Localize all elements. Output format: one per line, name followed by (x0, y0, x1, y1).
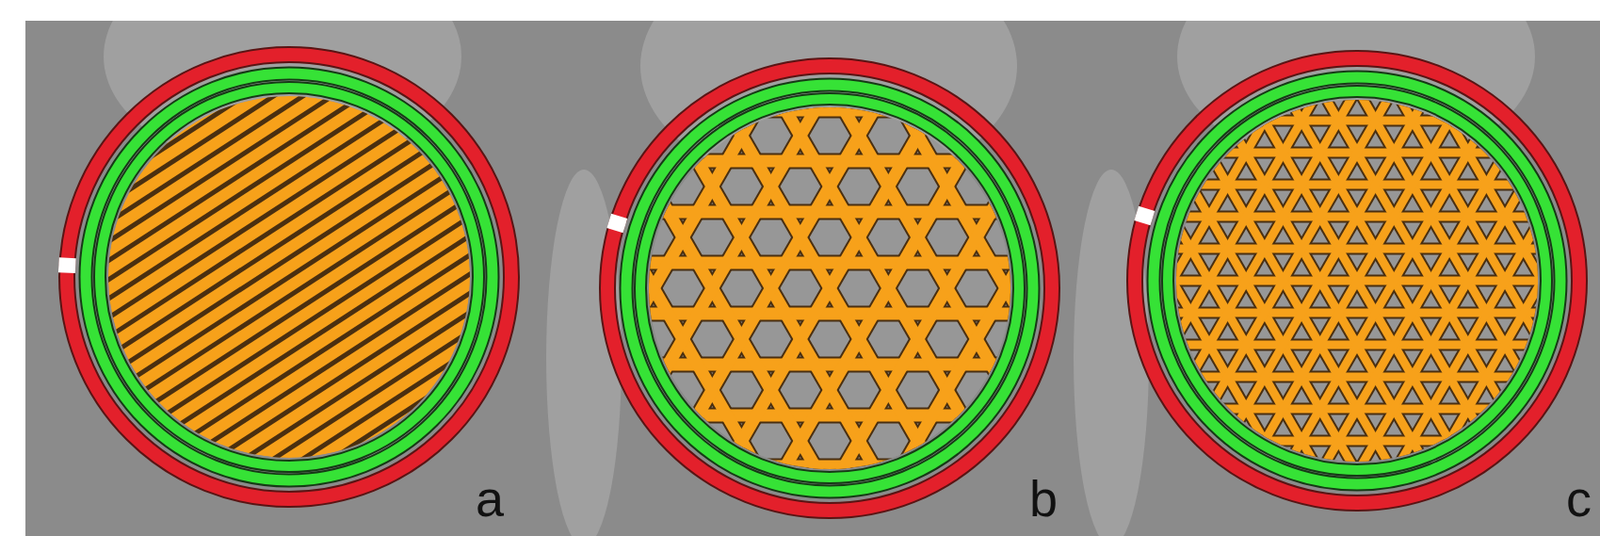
outer-wall-outline (1134, 58, 1580, 503)
inner-wall (1167, 91, 1547, 470)
panel-letter: b (1029, 472, 1058, 524)
outer-wall (66, 54, 512, 500)
infill-line (528, 409, 1132, 422)
seam-marker (606, 213, 628, 234)
infill-gap (141, 274, 647, 536)
infill-line (528, 460, 1132, 473)
infill-pattern (458, 0, 1201, 536)
infill-edge (1055, 18, 1600, 32)
infill-pattern (984, 0, 1600, 536)
infill-pattern (0, 0, 682, 536)
inner-wall-outline (640, 98, 1019, 478)
infill-disc (984, 0, 1600, 536)
infill-edge (528, 407, 1132, 424)
panel-letter: a (475, 472, 504, 524)
inner-wall-outline (1167, 91, 1547, 470)
panel-letter: c (1566, 472, 1592, 524)
inner-wall (99, 87, 479, 467)
infill-edge (528, 306, 1132, 323)
outer-wall (607, 65, 1052, 511)
infill-line (528, 257, 1132, 270)
inner-wall (626, 84, 1034, 492)
infill-disc (458, 0, 1201, 536)
infill-edge (528, 255, 1132, 272)
inner-wall-outline (1153, 77, 1561, 485)
infill-line (528, 155, 1132, 168)
seam-marker (1133, 206, 1155, 227)
infill-line (528, 307, 1132, 321)
infill-line (1055, 20, 1600, 30)
inner-wall-outline (626, 84, 1034, 492)
inner-wall-outline (85, 73, 493, 481)
inner-wall (1153, 77, 1561, 485)
infill-line (458, 0, 760, 422)
outer-wall (1134, 58, 1580, 503)
infill-edge (528, 153, 1132, 170)
infill-gap (131, 260, 638, 536)
infill-gap (123, 246, 630, 536)
outer-wall-outline (607, 65, 1052, 511)
inner-wall (640, 98, 1019, 478)
seam-marker (58, 257, 77, 274)
infill-disc (0, 0, 682, 536)
infill-line (984, 0, 1286, 414)
inner-wall-outline (99, 87, 479, 467)
outer-wall-outline (66, 54, 512, 500)
inner-wall (85, 73, 493, 481)
infill-line (528, 104, 1132, 117)
